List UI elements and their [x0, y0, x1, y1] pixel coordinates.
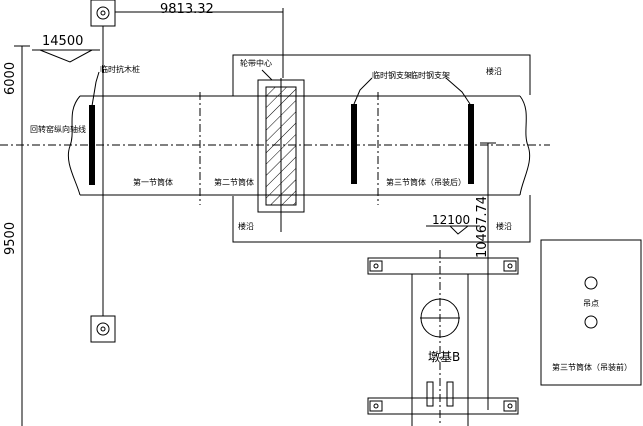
dim-upper-height-text: 6000 — [3, 62, 18, 95]
leader-support-1 — [353, 77, 373, 105]
label-floor-top: 楼沿 — [486, 66, 502, 76]
label-floor-bottom-right: 楼沿 — [496, 221, 512, 231]
label-support-2: 临时钢支架 — [410, 70, 450, 80]
building-floor-outline — [232, 54, 531, 243]
dim-top-span-text: 9813.32 — [160, 2, 214, 17]
dim-mid-span: 12100 — [426, 213, 480, 235]
dim-vertical-span-text: 10467.74 — [475, 196, 490, 258]
label-shell-1: 第一节筒体 — [133, 177, 173, 187]
label-temp-anchor: 临时抗木桩 — [100, 64, 140, 74]
top-anchor-block — [90, 0, 116, 27]
label-shell-3-pre: 第三节筒体（吊装前） — [552, 362, 632, 372]
dim-lower-height-text: 9500 — [3, 222, 18, 255]
leader-wheel-center — [261, 69, 273, 81]
leader-support-2 — [445, 77, 471, 105]
label-wheel-center: 轮带中心 — [240, 58, 272, 68]
dim-mid-span-text: 12100 — [432, 213, 470, 227]
temp-anchor-bar — [89, 105, 95, 185]
label-support-1: 临时钢支架 — [372, 70, 412, 80]
label-floor-bottom-left: 楼沿 — [238, 221, 254, 231]
dim-left-vertical: 6000 9500 — [3, 45, 30, 426]
temp-support-bar-1 — [351, 104, 357, 184]
dim-left-offset: 14500 — [32, 34, 100, 63]
kiln-shell — [67, 95, 531, 196]
label-shell-2: 第二节筒体 — [214, 177, 254, 187]
leader-temp-anchor — [91, 71, 100, 107]
temp-support-bar-2 — [468, 104, 474, 184]
shell-3-pre-box — [540, 239, 642, 386]
lifting-frame — [367, 250, 519, 426]
bottom-anchor-block — [90, 315, 116, 343]
label-shell-3: 第三节筒体（吊装后） — [386, 177, 466, 187]
dim-right-vertical: 10467.74 — [475, 142, 496, 410]
dim-left-offset-text: 14500 — [42, 34, 83, 49]
label-lift-point: 吊点 — [583, 299, 599, 308]
label-pier-b: 墩基B — [428, 350, 460, 364]
label-rotary-axis: 回转窑纵向轴线 — [30, 124, 86, 134]
dim-top-span: 9813.32 — [115, 2, 284, 78]
